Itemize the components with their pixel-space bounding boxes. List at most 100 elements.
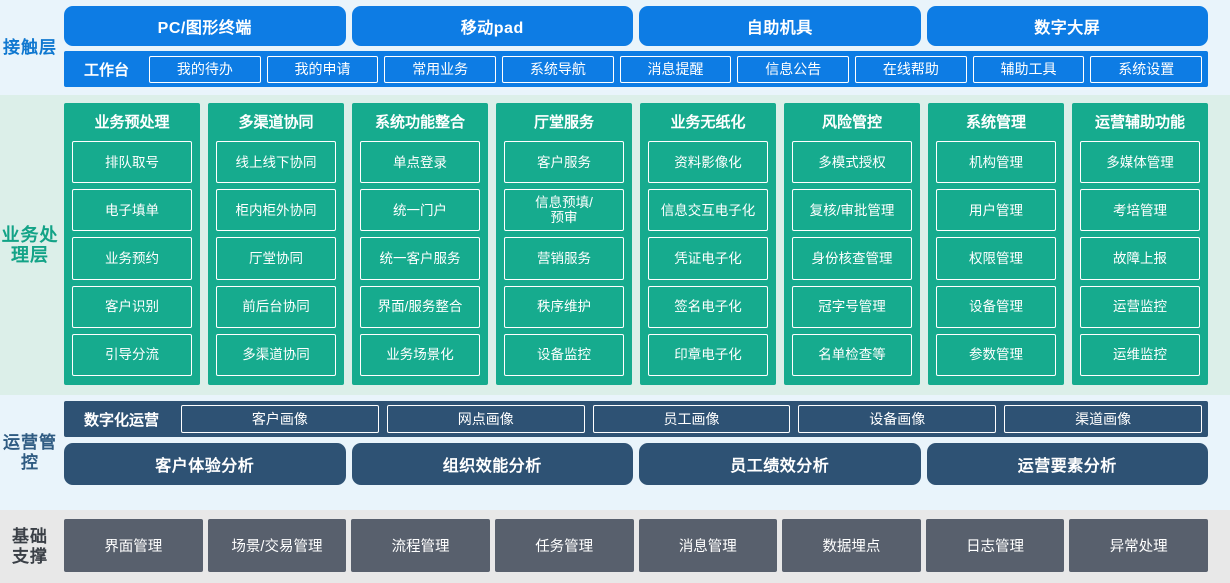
business-column-title: 系统功能整合 [374, 114, 465, 131]
business-item[interactable]: 考培管理 [1080, 189, 1200, 232]
analysis-row: 客户体验分析 组织效能分析 员工绩效分析 运营要素分析 [64, 443, 1208, 485]
business-column-lobby-service: 厅堂服务 客户服务 信息预填/ 预审 营销服务 秩序维护 设备监控 [496, 103, 632, 385]
layer-foundation: 基础 支撑 界面管理 场景/交易管理 流程管理 任务管理 消息管理 数据埋点 日… [0, 510, 1230, 583]
business-item[interactable]: 统一客户服务 [360, 237, 480, 280]
layer-foundation-label-line2: 支撑 [12, 546, 48, 566]
portrait-item-channel[interactable]: 渠道画像 [1004, 405, 1202, 433]
layer-business: 业务处理层 业务预处理 排队取号 电子填单 业务预约 客户识别 引导分流 多渠道… [0, 95, 1230, 395]
business-item[interactable]: 身份核查管理 [792, 237, 912, 280]
layer-operations-label: 运营管控 [0, 395, 60, 510]
analysis-item-organization-efficiency[interactable]: 组织效能分析 [351, 443, 633, 485]
digital-operations-title: 数字化运营 [84, 411, 160, 429]
business-item[interactable]: 故障上报 [1080, 237, 1200, 280]
foundation-item-scene-transaction-management[interactable]: 场景/交易管理 [207, 519, 347, 572]
workbench-item-message-alert[interactable]: 消息提醒 [619, 55, 732, 83]
analysis-item-employee-performance[interactable]: 员工绩效分析 [639, 443, 921, 485]
workbench-bar: 工作台 我的待办 我的申请 常用业务 系统导航 消息提醒 信息公告 在线帮助 辅… [64, 51, 1208, 87]
portrait-item-branch[interactable]: 网点画像 [386, 405, 585, 433]
business-item[interactable]: 印章电子化 [648, 333, 768, 377]
layer-business-body: 业务预处理 排队取号 电子填单 业务预约 客户识别 引导分流 多渠道协同 线上线… [60, 95, 1230, 395]
foundation-item-message-management[interactable]: 消息管理 [638, 519, 778, 572]
business-item[interactable]: 凭证电子化 [648, 237, 768, 280]
business-item[interactable]: 电子填单 [72, 189, 192, 232]
foundation-item-data-tracking[interactable]: 数据埋点 [782, 519, 921, 572]
business-item[interactable]: 线上线下协同 [216, 141, 336, 184]
business-item[interactable]: 复核/审批管理 [792, 189, 912, 232]
business-item[interactable]: 权限管理 [936, 237, 1056, 280]
foundation-item-exception-handling[interactable]: 异常处理 [1069, 519, 1208, 572]
business-column-system-management: 系统管理 机构管理 用户管理 权限管理 设备管理 参数管理 [928, 103, 1064, 385]
business-column-title: 风险管控 [821, 114, 882, 131]
business-item[interactable]: 运营监控 [1080, 285, 1200, 328]
business-item[interactable]: 营销服务 [504, 237, 624, 280]
business-column-title: 业务无纸化 [670, 114, 746, 131]
foundation-row: 界面管理 场景/交易管理 流程管理 任务管理 消息管理 数据埋点 日志管理 异常… [64, 519, 1208, 572]
workbench-item-my-todo[interactable]: 我的待办 [149, 55, 261, 83]
business-item[interactable]: 信息预填/ 预审 [504, 189, 624, 232]
business-item[interactable]: 客户识别 [72, 285, 192, 328]
business-column-title: 厅堂服务 [533, 114, 594, 131]
analysis-item-customer-experience[interactable]: 客户体验分析 [64, 443, 346, 485]
layer-foundation-label-line1: 基础 [12, 527, 48, 547]
business-item[interactable]: 名单检查等 [792, 333, 912, 377]
channel-chip-self-service[interactable]: 自助机具 [639, 6, 921, 46]
workbench-item-auxiliary-tools[interactable]: 辅助工具 [972, 55, 1085, 83]
business-item[interactable]: 业务场景化 [360, 333, 480, 377]
business-item[interactable]: 用户管理 [936, 189, 1056, 232]
layer-foundation-label: 基础 支撑 [0, 510, 60, 583]
foundation-item-log-management[interactable]: 日志管理 [925, 519, 1065, 572]
business-item[interactable]: 引导分流 [72, 333, 192, 377]
layer-business-label-text: 业务处理层 [1, 224, 59, 265]
business-item[interactable]: 排队取号 [72, 141, 192, 184]
business-item[interactable]: 秩序维护 [504, 285, 624, 328]
business-column-multichannel: 多渠道协同 线上线下协同 柜内柜外协同 厅堂协同 前后台协同 多渠道协同 [208, 103, 344, 385]
foundation-item-process-management[interactable]: 流程管理 [351, 519, 490, 572]
portrait-item-employee[interactable]: 员工画像 [592, 405, 791, 433]
portrait-item-device[interactable]: 设备画像 [798, 405, 997, 433]
layer-contact-label: 接触层 [0, 0, 60, 95]
channel-row: PC/图形终端 移动pad 自助机具 数字大屏 [64, 6, 1208, 46]
workbench-item-announcement[interactable]: 信息公告 [737, 55, 850, 83]
business-column-system-integration: 系统功能整合 单点登录 统一门户 统一客户服务 界面/服务整合 业务场景化 [352, 103, 488, 385]
business-item[interactable]: 资料影像化 [648, 141, 768, 184]
business-item[interactable]: 多模式授权 [792, 141, 912, 184]
workbench-item-online-help[interactable]: 在线帮助 [855, 55, 967, 83]
foundation-item-ui-management[interactable]: 界面管理 [64, 519, 203, 572]
business-item[interactable]: 前后台协同 [216, 285, 336, 328]
workbench-item-common-business[interactable]: 常用业务 [384, 55, 497, 83]
business-item[interactable]: 签名电子化 [648, 285, 768, 328]
business-columns: 业务预处理 排队取号 电子填单 业务预约 客户识别 引导分流 多渠道协同 线上线… [64, 103, 1208, 385]
analysis-item-operation-factors[interactable]: 运营要素分析 [926, 443, 1208, 485]
business-item[interactable]: 厅堂协同 [216, 237, 336, 280]
workbench-item-system-navigation[interactable]: 系统导航 [502, 55, 614, 83]
business-item[interactable]: 统一门户 [360, 189, 480, 232]
portrait-item-customer[interactable]: 客户画像 [181, 405, 379, 433]
business-item[interactable]: 多渠道协同 [216, 333, 336, 377]
business-item[interactable]: 设备管理 [936, 285, 1056, 328]
business-item[interactable]: 运维监控 [1080, 333, 1200, 377]
business-item[interactable]: 业务预约 [72, 237, 192, 280]
business-item[interactable]: 设备监控 [504, 333, 624, 377]
business-item[interactable]: 多媒体管理 [1080, 141, 1200, 184]
business-item[interactable]: 信息交互电子化 [648, 189, 768, 232]
business-column-title: 运营辅助功能 [1094, 114, 1185, 131]
business-item[interactable]: 参数管理 [936, 333, 1056, 377]
channel-chip-digital-screen[interactable]: 数字大屏 [926, 6, 1208, 46]
business-item[interactable]: 客户服务 [504, 141, 624, 184]
business-item[interactable]: 机构管理 [936, 141, 1056, 184]
layer-business-label: 业务处理层 [0, 95, 60, 395]
workbench-item-system-settings[interactable]: 系统设置 [1090, 55, 1203, 83]
business-column-pretreatment: 业务预处理 排队取号 电子填单 业务预约 客户识别 引导分流 [64, 103, 200, 385]
business-item[interactable]: 冠字号管理 [792, 285, 912, 328]
business-item[interactable]: 单点登录 [360, 141, 480, 184]
foundation-item-task-management[interactable]: 任务管理 [494, 519, 634, 572]
workbench-item-my-application[interactable]: 我的申请 [266, 55, 379, 83]
business-item[interactable]: 界面/服务整合 [360, 285, 480, 328]
channel-chip-pc[interactable]: PC/图形终端 [64, 6, 346, 46]
channel-chip-mobile-pad[interactable]: 移动pad [351, 6, 633, 46]
layer-operations-label-text: 运营管控 [3, 433, 57, 472]
digital-operations-bar: 数字化运营 客户画像 网点画像 员工画像 设备画像 渠道画像 [64, 401, 1208, 437]
business-column-title: 业务预处理 [94, 114, 170, 131]
business-item[interactable]: 柜内柜外协同 [216, 189, 336, 232]
business-column-operation-support: 运营辅助功能 多媒体管理 考培管理 故障上报 运营监控 运维监控 [1072, 103, 1208, 385]
